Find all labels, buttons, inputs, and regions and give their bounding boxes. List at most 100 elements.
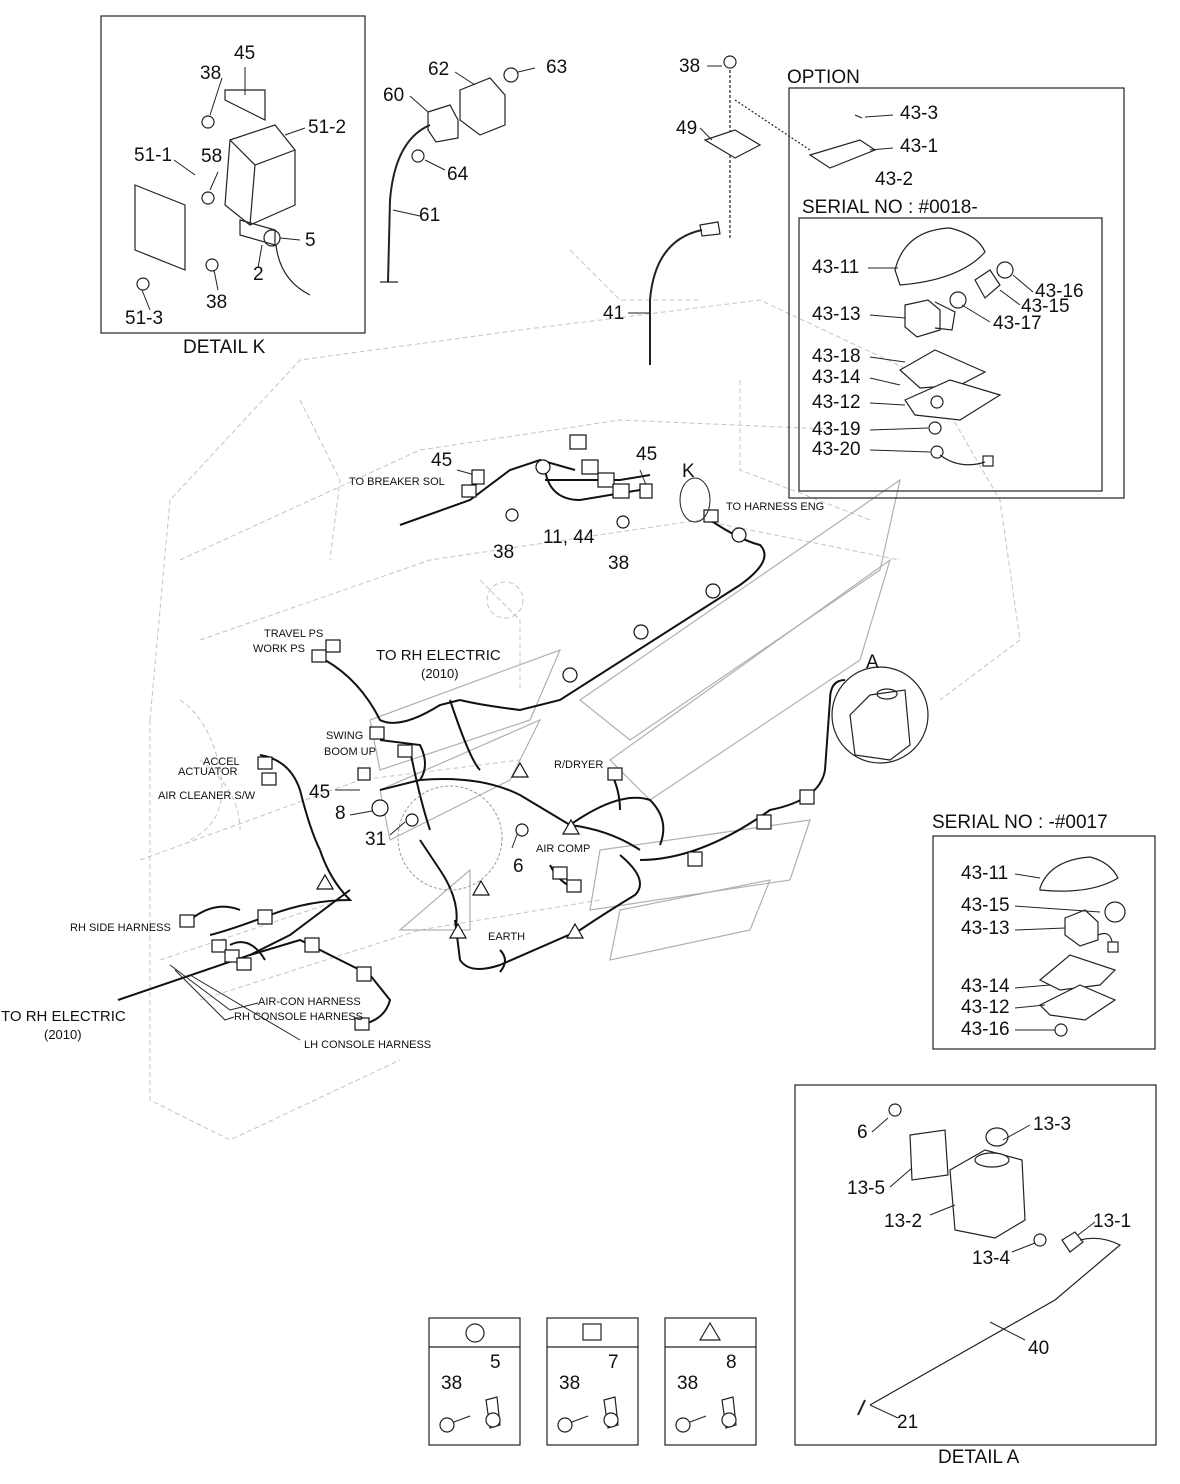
detail-k-label-51-2: 51-2 [308, 117, 347, 138]
label-to-harness-eng: TO HARNESS ENG [726, 501, 825, 513]
serial-new-43-11: 43-11 [812, 257, 860, 278]
label-r-dryer: R/DRYER [554, 759, 604, 771]
label-earth: EARTH [488, 931, 526, 943]
detail-k-frame [100, 15, 366, 334]
detail-k-title: DETAIL K [183, 337, 266, 358]
callout-38-b: 38 [608, 553, 630, 574]
label-to-rh-electric-left: TO RH ELECTRIC [1, 1008, 126, 1025]
callout-31: 31 [365, 829, 387, 850]
detail-a-frame [794, 1084, 1157, 1446]
detail-k-label-38b: 38 [206, 292, 228, 313]
label-air-cleaner: AIR CLEANER S/W [158, 790, 256, 802]
harness-bolts [371, 508, 630, 837]
legend-circle-bolt: 38 [441, 1373, 463, 1394]
label-actuator: ACTUATOR [178, 766, 238, 778]
serial-old-43-13: 43-13 [961, 918, 1010, 939]
detail-k-drawing [134, 89, 311, 296]
serial-new-43-17: 43-17 [993, 313, 1042, 334]
detail-k-label-2: 2 [253, 264, 264, 285]
detail-k-label-58: 58 [201, 146, 223, 167]
serial-old-title: SERIAL NO : -#0017 [932, 812, 1108, 833]
label-to-breaker-sol: TO BREAKER SOL [349, 476, 445, 488]
serial-old-43-12: 43-12 [961, 997, 1010, 1018]
detail-k-label-5: 5 [305, 230, 316, 251]
label-boom-up: BOOM UP [324, 746, 376, 758]
serial-new-43-19: 43-19 [812, 419, 861, 440]
part-61: 61 [419, 205, 441, 226]
serial-old-frame [932, 835, 1156, 1050]
serial-old-43-11: 43-11 [961, 863, 1009, 884]
detail-a-6: 6 [857, 1122, 868, 1143]
label-rh-console-harness: RH CONSOLE HARNESS [234, 1011, 363, 1023]
legend-square-bolt: 38 [559, 1373, 581, 1394]
serial-old-43-14: 43-14 [961, 976, 1010, 997]
detail-k-label-51-3: 51-3 [125, 308, 164, 329]
legend-square-clamp: 7 [608, 1352, 619, 1373]
legend-circle-clamp: 5 [490, 1352, 501, 1373]
serial-old-43-15: 43-15 [961, 895, 1010, 916]
clamp-legend [428, 1317, 757, 1446]
k-callout-ellipse [679, 477, 711, 523]
option-frame [788, 87, 1125, 499]
serial-new-43-15: 43-15 [1021, 296, 1070, 317]
option-43-3: 43-3 [900, 103, 939, 124]
callout-8: 8 [335, 803, 346, 824]
clamp-markers [257, 459, 815, 982]
detail-a-callout [831, 666, 929, 764]
option-drawing [808, 114, 1014, 467]
part-63: 63 [546, 57, 568, 78]
center-mount-drawing [649, 55, 811, 365]
label-lh-console-harness: LH CONSOLE HARNESS [304, 1039, 432, 1051]
part-62: 62 [428, 59, 450, 80]
label-code-left: (2010) [44, 1027, 82, 1042]
label-accel: ACCEL [203, 756, 240, 768]
option-43-1: 43-1 [900, 136, 939, 157]
detail-a-40: 40 [1028, 1338, 1050, 1359]
part-49: 49 [676, 118, 698, 139]
serial-new-43-12: 43-12 [812, 392, 861, 413]
connectors [179, 434, 719, 1031]
label-rh-side-harness: RH SIDE HARNESS [70, 922, 171, 934]
detail-a-13-5: 13-5 [847, 1178, 886, 1199]
part-38-top: 38 [679, 56, 701, 77]
detail-k-label-51-1: 51-1 [134, 145, 173, 166]
serial-old-43-16: 43-16 [961, 1019, 1010, 1040]
detail-a-13-3: 13-3 [1033, 1114, 1072, 1135]
detail-a-13-1: 13-1 [1093, 1211, 1132, 1232]
legend-circle-symbol [465, 1323, 485, 1343]
serial-new-43-18: 43-18 [812, 346, 861, 367]
label-swing: SWING [326, 730, 364, 742]
part-60: 60 [383, 85, 405, 106]
detail-a-13-4: 13-4 [972, 1248, 1011, 1269]
detail-a-21: 21 [897, 1412, 919, 1433]
callout-38-a: 38 [493, 542, 515, 563]
engine-circle-highlight [397, 785, 503, 891]
legend-triangle-bolt: 38 [677, 1373, 699, 1394]
option-title: OPTION [787, 67, 860, 88]
callout-45-c: 45 [309, 782, 331, 803]
part-64: 64 [447, 164, 469, 185]
label-code-center: (2010) [421, 666, 459, 681]
callout-k: K [682, 461, 695, 482]
callout-6: 6 [513, 856, 524, 877]
label-to-rh-electric-center: TO RH ELECTRIC [376, 647, 501, 664]
serial-new-43-20: 43-20 [812, 439, 861, 460]
serial-old-drawing [1038, 856, 1126, 1037]
callout-a: A [866, 652, 879, 673]
callout-45-a: 45 [431, 450, 453, 471]
detail-k-label-45: 45 [234, 43, 256, 64]
serial-new-43-13: 43-13 [812, 304, 861, 325]
legend-triangle-symbol [698, 1321, 722, 1341]
label-travel-ps: TRAVEL PS [264, 628, 324, 640]
serial-new-title: SERIAL NO : #0018- [802, 197, 978, 218]
relay-parts-drawing [380, 67, 519, 283]
callout-45-b: 45 [636, 444, 658, 465]
serial-new-43-14: 43-14 [812, 367, 861, 388]
callout-11-44: 11, 44 [543, 527, 595, 548]
label-air-con-harness: AIR-CON HARNESS [258, 996, 361, 1008]
detail-a-13-2: 13-2 [884, 1211, 923, 1232]
serial-new-frame [798, 217, 1103, 492]
part-41: 41 [603, 303, 625, 324]
part-leaders [141, 65, 1101, 1419]
